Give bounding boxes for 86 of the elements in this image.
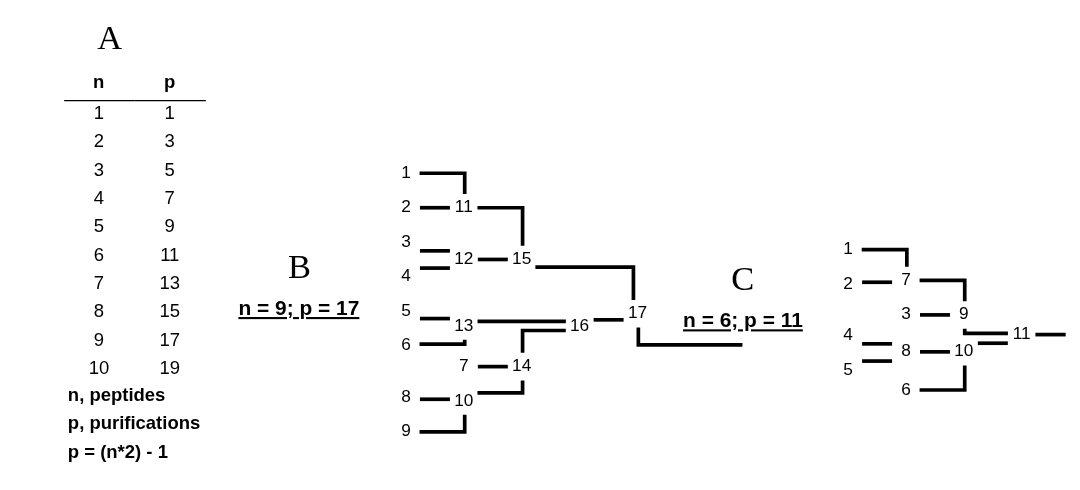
connector xyxy=(862,280,893,285)
label: n, peptides xyxy=(67,384,166,406)
label: p xyxy=(163,71,176,93)
connector xyxy=(419,266,450,270)
label: 5 xyxy=(93,215,104,237)
label: A xyxy=(97,17,123,56)
label: p, purifications xyxy=(67,412,201,434)
label: 3 xyxy=(93,158,104,180)
node-text: 2 xyxy=(401,196,411,217)
connector xyxy=(1035,332,1066,337)
node-text: 7 xyxy=(459,355,469,376)
node-text: 13 xyxy=(454,314,474,335)
connector xyxy=(419,397,450,402)
node-text: 16 xyxy=(570,314,590,335)
label: 1 xyxy=(164,102,175,124)
connector xyxy=(919,365,967,392)
connector xyxy=(636,327,743,347)
label: 3 xyxy=(164,130,175,152)
label: p = (n*2) - 1 xyxy=(67,440,168,462)
label: 9 xyxy=(164,215,175,237)
node-text: 6 xyxy=(901,378,911,399)
label: 8 xyxy=(93,300,104,322)
node-text: 9 xyxy=(959,303,969,324)
label: 13 xyxy=(159,272,181,294)
connector xyxy=(419,316,450,321)
connector xyxy=(535,265,636,300)
label: 7 xyxy=(93,272,104,294)
node-text: 6 xyxy=(401,334,411,355)
connector xyxy=(477,205,525,246)
connector xyxy=(419,171,467,195)
label: n = 6; p = 11 xyxy=(683,308,803,332)
connector xyxy=(977,341,1008,346)
node-text: 1 xyxy=(401,161,411,182)
connector xyxy=(919,313,950,317)
node-text: 2 xyxy=(843,272,853,293)
connector xyxy=(919,350,950,354)
connector xyxy=(520,328,566,353)
node-text: 7 xyxy=(901,268,911,289)
connector xyxy=(419,414,467,434)
connector xyxy=(919,278,967,302)
label: 4 xyxy=(93,187,104,209)
label: n xyxy=(93,71,105,93)
connector xyxy=(419,205,450,210)
connector xyxy=(593,317,624,322)
label: 7 xyxy=(164,187,175,209)
connector xyxy=(477,380,525,395)
label: 17 xyxy=(159,328,181,350)
node-text: 4 xyxy=(843,324,853,345)
connector xyxy=(477,257,508,262)
node-text: 5 xyxy=(843,358,853,379)
node-text: 8 xyxy=(401,385,411,406)
node-text: 12 xyxy=(454,248,474,269)
node-text: 11 xyxy=(454,196,473,217)
connector xyxy=(477,364,508,369)
connector xyxy=(477,319,566,324)
label: 11 xyxy=(160,243,180,265)
connector xyxy=(861,247,909,267)
node-text: 17 xyxy=(627,302,648,323)
label: 1 xyxy=(93,102,104,124)
connector xyxy=(962,328,1008,336)
connector xyxy=(419,339,467,346)
label: 15 xyxy=(159,300,181,322)
label: C xyxy=(731,259,755,298)
connector xyxy=(862,359,893,363)
node-text: 11 xyxy=(1012,323,1031,344)
label: 10 xyxy=(88,357,110,379)
node-text: 10 xyxy=(954,340,974,361)
node-text: 8 xyxy=(901,340,911,361)
connector xyxy=(419,249,450,253)
node-text: 15 xyxy=(512,248,532,269)
node-text: 10 xyxy=(454,389,474,410)
label: n = 9; p = 17 xyxy=(238,296,360,320)
label: 2 xyxy=(93,130,104,152)
node-text: 3 xyxy=(401,230,411,251)
label: B xyxy=(287,246,311,285)
label: 5 xyxy=(164,158,175,180)
node-text: 5 xyxy=(401,299,411,320)
node-text: 4 xyxy=(401,265,411,286)
label: 6 xyxy=(93,243,104,265)
node-text: 3 xyxy=(901,303,911,324)
connector xyxy=(862,342,893,346)
label: 9 xyxy=(93,328,104,350)
label: 19 xyxy=(159,357,181,379)
node-text: 14 xyxy=(512,355,532,376)
node-text: 9 xyxy=(401,420,411,441)
node-text: 1 xyxy=(843,238,853,259)
